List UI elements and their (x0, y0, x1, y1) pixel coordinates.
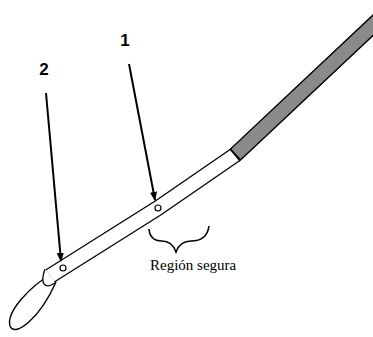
hole-1 (155, 205, 161, 211)
shaft-outline (235, 14, 373, 155)
rod-outline (50, 14, 373, 276)
hole-2 (60, 265, 66, 271)
callout-number: 2 (39, 61, 48, 78)
region-label: Región segura (150, 258, 236, 273)
callout-number: 1 (120, 32, 129, 49)
leader-arrow (129, 64, 155, 200)
shaft-boundary (230, 149, 240, 161)
leader-arrow (46, 93, 61, 261)
shaded-shaft (236, 14, 373, 154)
rod-body (50, 14, 373, 276)
rod-tip (43, 269, 55, 286)
region-brace (149, 226, 209, 252)
